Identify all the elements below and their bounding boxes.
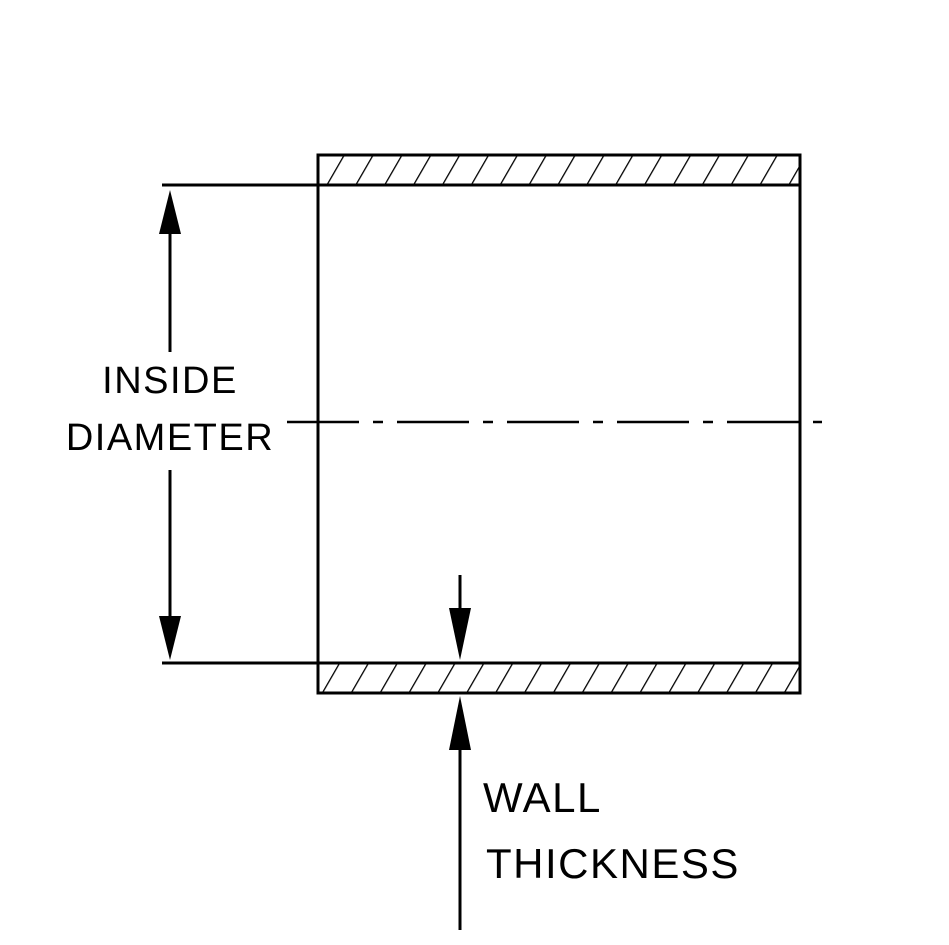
bottom-wall-hatch xyxy=(318,664,800,692)
wall-thickness-label-line2: THICKNESS xyxy=(486,840,740,887)
wall-thickness-label-line1: WALL xyxy=(483,774,602,821)
inside-diameter-arrow-down-icon xyxy=(159,616,181,660)
tube-body-outline xyxy=(316,153,802,695)
top-wall-hatch xyxy=(318,156,800,184)
inside-diameter-label-line1: INSIDE xyxy=(102,360,238,402)
wall-thickness-arrow-up-icon xyxy=(449,696,471,750)
wall-thickness-arrow-down-icon xyxy=(449,608,471,660)
inside-diameter-label-line2: DIAMETER xyxy=(66,417,274,459)
inside-diameter-arrow-up-icon xyxy=(159,190,181,234)
